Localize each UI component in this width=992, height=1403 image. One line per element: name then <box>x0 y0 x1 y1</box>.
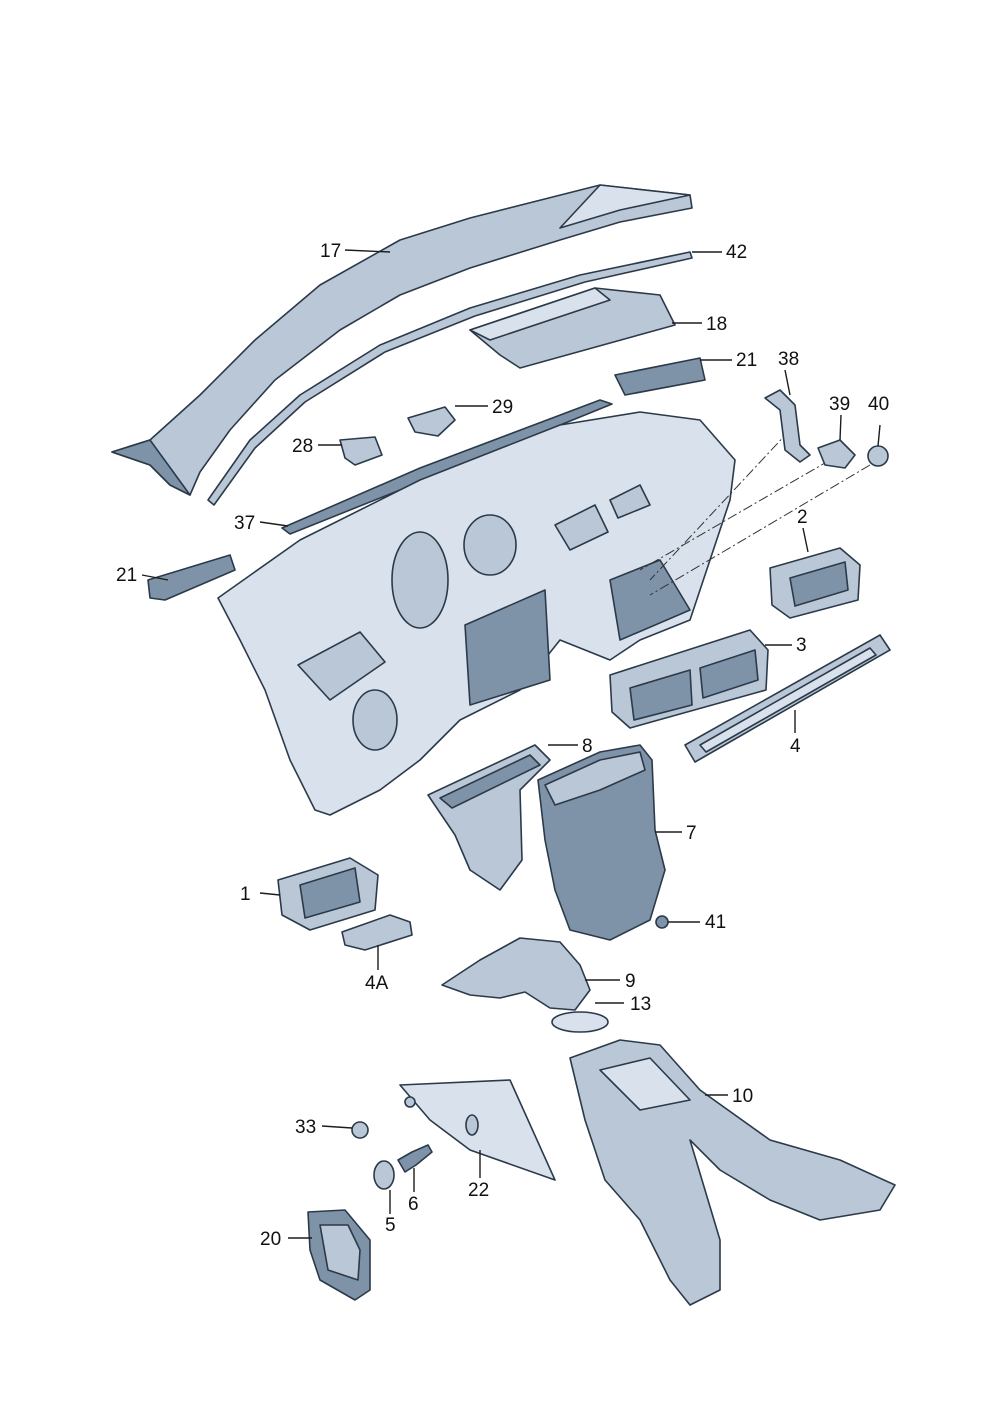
part-5-cap <box>373 1160 395 1190</box>
part-10-floor-duct <box>569 1039 896 1306</box>
part-1-air-vent <box>277 857 379 931</box>
callout-3: 3 <box>796 635 807 656</box>
part-38-hose <box>764 389 811 463</box>
part-4-trim-strip <box>684 634 891 763</box>
part-37-defroster-strip <box>281 399 613 535</box>
part-33-clip <box>351 1121 369 1139</box>
part-40-cap <box>867 445 889 467</box>
callout-6: 6 <box>408 1194 419 1215</box>
callout-40: 40 <box>868 394 889 415</box>
callout-leader-lines <box>141 249 881 1239</box>
callout-17: 17 <box>320 241 341 262</box>
assembly-leader-lines <box>639 429 871 596</box>
callout-7: 7 <box>686 823 697 844</box>
callout-13: 13 <box>630 994 651 1015</box>
part-8-air-duct <box>427 744 551 891</box>
part-39-connector <box>817 439 856 469</box>
callout-5: 5 <box>385 1215 396 1236</box>
callout-37: 37 <box>234 513 255 534</box>
part-21-left-vent-trim <box>147 554 236 601</box>
callout-20: 20 <box>260 1229 281 1250</box>
callout-1: 1 <box>240 884 251 905</box>
part-4a-trim <box>341 914 413 951</box>
callout-9: 9 <box>625 971 636 992</box>
part-41-screw <box>655 915 669 929</box>
callout-29: 29 <box>492 397 513 418</box>
callout-labels: 17 42 18 21 38 39 40 29 28 37 2 21 3 4 8… <box>116 241 889 1250</box>
dashboard-main <box>217 411 736 816</box>
part-21-upper-vent-trim <box>614 357 706 396</box>
callout-18: 18 <box>706 314 727 335</box>
part-2-air-vent <box>769 547 861 619</box>
callout-21-upper: 21 <box>736 350 757 371</box>
part-29-clip <box>407 406 456 437</box>
callout-21-left: 21 <box>116 565 137 586</box>
callout-33: 33 <box>295 1117 316 1138</box>
callout-28: 28 <box>292 436 313 457</box>
part-3-center-vents <box>609 629 769 729</box>
part-13-seal-ring <box>551 1011 609 1033</box>
callout-38: 38 <box>778 349 799 370</box>
callout-8: 8 <box>582 736 593 757</box>
callout-4: 4 <box>790 736 801 757</box>
callout-39: 39 <box>829 394 850 415</box>
callout-22: 22 <box>468 1180 489 1201</box>
part-6-bolt <box>397 1144 433 1173</box>
callout-41: 41 <box>705 912 726 933</box>
callout-42: 42 <box>726 242 747 263</box>
callout-10: 10 <box>732 1086 753 1107</box>
part-18-cover-panel <box>469 287 676 369</box>
part-17-cover-strip <box>111 184 693 496</box>
part-28-clip <box>339 436 383 466</box>
part-9-air-duct <box>441 937 591 1011</box>
part-7-air-duct <box>537 744 666 941</box>
part-20-grille <box>307 1209 371 1301</box>
part-22-panel <box>399 1079 556 1181</box>
callout-4a: 4A <box>365 973 389 994</box>
part-42-trim-strip <box>207 251 693 506</box>
callout-2: 2 <box>797 507 808 528</box>
